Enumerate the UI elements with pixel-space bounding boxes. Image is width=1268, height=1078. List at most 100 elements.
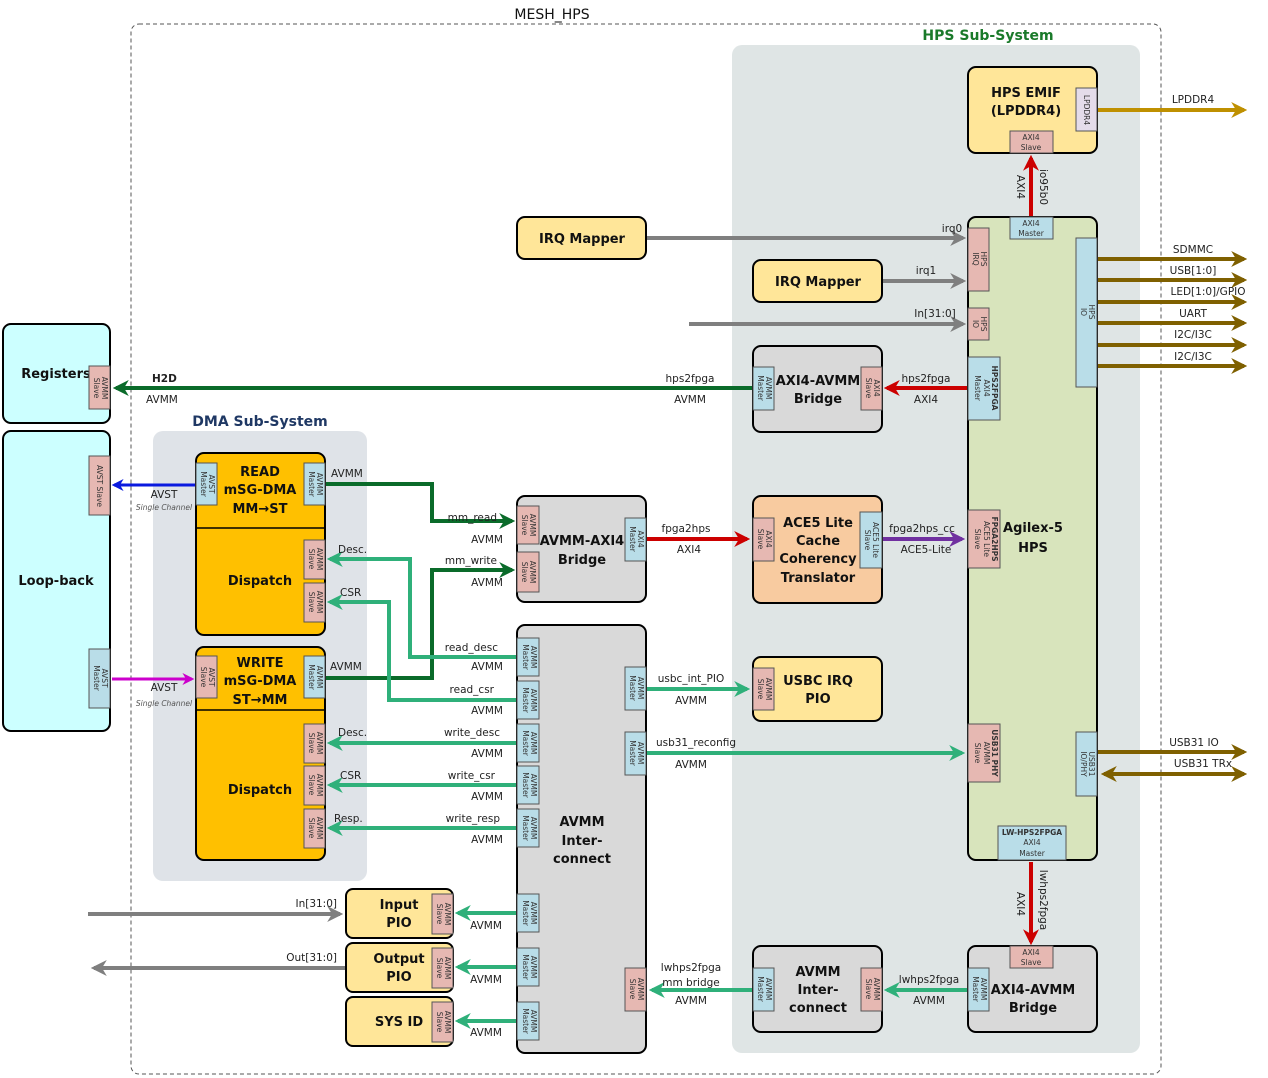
uart-label: UART	[1179, 308, 1207, 320]
output-pio-line2: PIO	[386, 970, 411, 985]
svg-text:Master: Master	[756, 976, 765, 1003]
mm-write-connection	[326, 562, 516, 680]
lw-hps2fpga-master-port: LW-HPS2FPGA AXI4 Master	[997, 825, 1067, 861]
loopback-block[interactable]: Loop-back AVST Slave AVST Master	[2, 430, 111, 732]
write-resp-port-label: Resp.	[334, 813, 363, 825]
mm-write-avmm-label: AVMM	[471, 577, 503, 589]
svg-text:AVMM: AVMM	[315, 666, 324, 689]
svg-text:HPS: HPS	[979, 252, 988, 267]
hps-emif-block[interactable]: HPS EMIF (LPDDR4) AXI4 Slave LPDDR4	[967, 66, 1098, 154]
read-dma-avmm-label: AVMM	[331, 468, 363, 480]
usb31-io-label: USB31 IO	[1169, 737, 1219, 749]
svg-text:AXI4: AXI4	[1022, 133, 1039, 142]
read-csr-port-label: CSR	[340, 587, 361, 599]
svg-text:AVMM: AVMM	[979, 978, 988, 1001]
svg-text:Slave: Slave	[1021, 958, 1042, 967]
svg-text:Master: Master	[521, 815, 530, 842]
usbc-irq-slave-port: AVMM Slave	[752, 667, 775, 711]
hps-emif-line1: HPS EMIF	[991, 86, 1061, 101]
ic-usbc-master-port: AVMM Master	[624, 666, 647, 711]
output-pio-block[interactable]: Output PIO AVMM Slave	[345, 942, 454, 993]
mm-write-label: mm_write	[445, 555, 497, 567]
lwhps2fpga-avmm-label: AVMM	[913, 995, 945, 1007]
svg-text:IO: IO	[1079, 308, 1088, 316]
avmm-interconnect-lw-block[interactable]: AVMM Inter- connect AVMM Master AVMM Sla…	[752, 945, 883, 1033]
usb31-trx-label: USB31 TRx	[1174, 758, 1232, 770]
irq-mapper-1-block[interactable]: IRQ Mapper	[516, 216, 647, 260]
output-pio-avmm-label: AVMM	[470, 974, 502, 986]
irq-mapper-2-block[interactable]: IRQ Mapper	[752, 259, 883, 303]
svg-text:LW-HPS2FPGA: LW-HPS2FPGA	[1002, 828, 1062, 837]
svg-text:AVST: AVST	[100, 668, 109, 688]
svg-text:LPDDR4: LPDDR4	[1082, 95, 1091, 125]
svg-text:Slave: Slave	[520, 515, 529, 536]
sys-id-block[interactable]: SYS ID AVMM Slave	[345, 996, 454, 1047]
write-avmm-master-port: AVMM Master	[303, 655, 326, 699]
svg-text:AXI4: AXI4	[872, 379, 881, 396]
svg-text:AVMM: AVMM	[872, 978, 881, 1001]
svg-text:AVMM: AVMM	[764, 377, 773, 400]
svg-text:AVMM: AVMM	[982, 742, 991, 765]
svg-text:USB31: USB31	[1087, 752, 1096, 777]
svg-text:Master: Master	[521, 954, 530, 981]
loopback-label: Loop-back	[18, 574, 94, 589]
write-msgdma-block[interactable]: WRITE mSG-DMA ST→MM Dispatch AVST Slave …	[195, 646, 326, 861]
svg-text:Slave: Slave	[628, 979, 637, 1000]
agilex5-hps-block[interactable]: Agilex-5 HPS AXI4 Master HPS IRQ HPS IO …	[967, 216, 1098, 861]
input-pio-block[interactable]: Input PIO AVMM Slave	[345, 888, 454, 939]
svg-text:Master: Master	[1019, 849, 1046, 858]
svg-text:Master: Master	[628, 526, 637, 553]
ic-usb31-master-port: AVMM Master	[624, 731, 647, 776]
avmm-interconnect-lw-line2: Inter-	[798, 983, 839, 998]
svg-text:Slave: Slave	[307, 592, 316, 613]
svg-text:AVMM: AVMM	[636, 677, 645, 700]
write-csr-label: write_csr	[448, 770, 496, 782]
usb31-reconfig-avmm-label: AVMM	[675, 759, 707, 771]
svg-text:Slave: Slave	[973, 743, 982, 764]
svg-text:Master: Master	[628, 675, 637, 702]
svg-text:Master: Master	[307, 664, 316, 691]
hps-axi4-master-port: AXI4 Master	[1009, 216, 1054, 240]
svg-text:AXI4: AXI4	[1022, 219, 1039, 228]
svg-text:Slave: Slave	[307, 733, 316, 754]
write-dma-line2: mSG-DMA	[224, 674, 297, 689]
loopback-avst-master-port: AVST Master	[88, 648, 111, 709]
svg-text:AXI4: AXI4	[982, 379, 991, 396]
svg-text:Master: Master	[628, 740, 637, 767]
avmm-axi4-bridge-block[interactable]: AVMM-AXI4 Bridge AVMM Slave AVMM Slave A…	[516, 495, 647, 603]
svg-text:Slave: Slave	[1021, 143, 1042, 152]
read-msgdma-block[interactable]: READ mSG-DMA MM→ST Dispatch AVST Master …	[195, 452, 326, 636]
axi4-avmm-bridge-lw-block[interactable]: AXI4-AVMM Bridge AXI4 Slave AVMM Master	[967, 945, 1098, 1033]
write-dma-avmm-label: AVMM	[330, 661, 362, 673]
registers-block[interactable]: Registers AVMM Slave	[2, 323, 111, 424]
svg-text:USB31 PHY: USB31 PHY	[990, 729, 999, 777]
svg-text:AVMM: AVMM	[764, 678, 773, 701]
svg-text:AVMM: AVMM	[443, 903, 452, 926]
read-csr-slave-port: AVMM Slave	[303, 582, 326, 623]
write-csr-port-label: CSR	[340, 770, 361, 782]
svg-text:AXI4: AXI4	[636, 530, 645, 547]
hps-irq-port: HPS IRQ	[967, 227, 990, 292]
svg-text:Master: Master	[521, 1008, 530, 1035]
hps-emif-axi4-slave-port: AXI4 Slave	[1009, 130, 1054, 154]
usb31-reconfig-label: usb31_reconfig	[656, 737, 736, 749]
read-desc-avmm-label: AVMM	[471, 661, 503, 673]
svg-text:Master: Master	[973, 375, 982, 402]
connection-labels: H2D AVMM hps2fpga AVMM hps2fpga AXI4 AVS…	[136, 94, 1246, 1039]
led-gpio-label: LED[1:0]/GPIO	[1170, 286, 1245, 298]
ace5-translator-block[interactable]: ACE5 Lite Cache Coherency Translator AXI…	[752, 495, 883, 604]
axi4-avmm-bridge-top-block[interactable]: AXI4-AVMM Bridge AVMM Master AXI4 Slave	[752, 345, 883, 433]
svg-text:Master: Master	[971, 976, 980, 1003]
svg-text:AVMM: AVMM	[443, 1011, 452, 1034]
avmm-interconnect-block[interactable]: AVMM Inter- connect AVMMMasterAVMMMaster…	[516, 624, 647, 1054]
usbc-irq-pio-block[interactable]: USBC IRQ PIO AVMM Slave	[752, 656, 883, 722]
read-dma-line3: MM→ST	[233, 502, 288, 517]
svg-text:IO/PHY: IO/PHY	[1079, 751, 1088, 777]
svg-text:Slave: Slave	[307, 818, 316, 839]
i2c-2-label: I2C/I3C	[1174, 351, 1212, 363]
